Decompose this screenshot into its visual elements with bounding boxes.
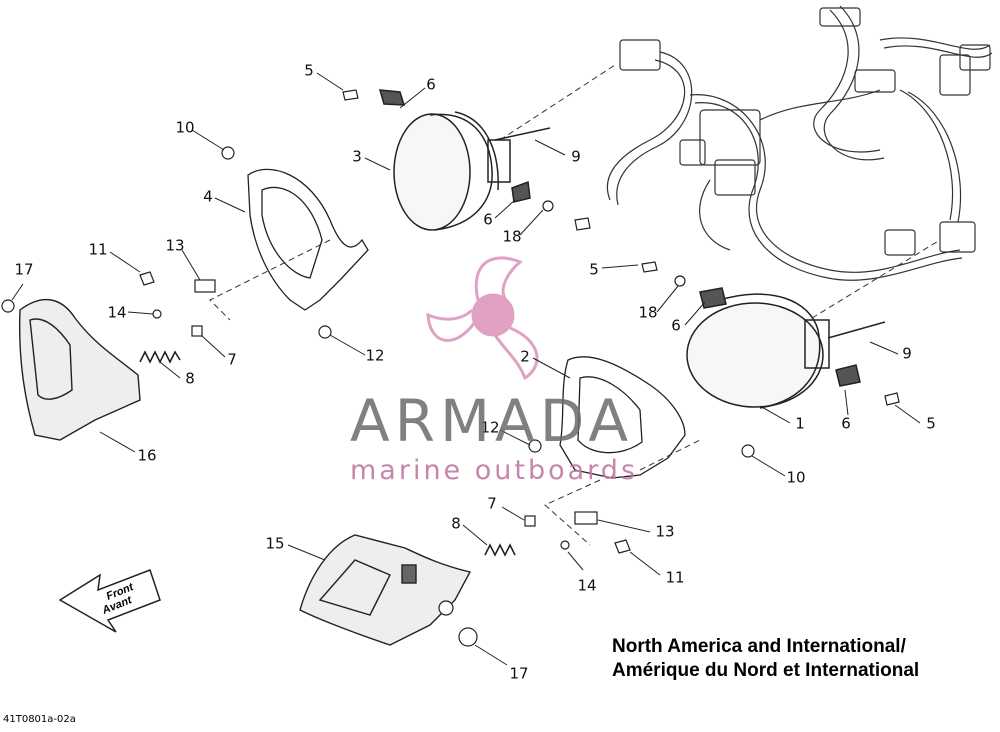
callout-number: 13 [655,522,675,541]
bracket-lower [559,356,686,479]
callout-number: 5 [926,414,936,433]
callout-number: 13 [165,236,185,255]
callout-number: 7 [227,350,237,369]
headlamp-upper [378,89,551,231]
callout-number: 6 [483,210,493,229]
callout-number: 10 [175,118,195,137]
callout-number: 10 [786,468,806,487]
callout-number: 6 [671,316,681,335]
callout-number: 12 [480,418,500,437]
watermark-propeller-logo [426,256,539,381]
fasteners [1,89,900,647]
callout-number: 18 [638,303,658,322]
callout-number: 8 [451,514,461,533]
front-arrow: Front Avant [58,569,161,633]
callout-number: 18 [502,227,522,246]
callout-number: 4 [203,187,213,206]
callout-number: 15 [265,534,285,553]
cover-lower [299,534,472,646]
callout-number: 7 [487,494,497,513]
callout-number: 11 [665,568,685,587]
callout-number: 14 [107,303,127,322]
callout-number: 6 [426,75,436,94]
callout-number: 12 [365,346,385,365]
watermark-tagline: marine outboards [350,455,639,486]
drawing-code: 41T0801a-02a [3,714,76,725]
callout-number: 6 [841,414,851,433]
callout-number: 16 [137,446,157,465]
callout-number: 1 [795,414,805,433]
region-label-english: North America and International/ [612,636,906,657]
callout-number: 5 [589,260,599,279]
callout-number: 9 [571,147,581,166]
callout-leaders [11,72,921,666]
callout-number: 3 [352,147,362,166]
bracket-upper [247,168,369,311]
callout-number: 17 [509,664,529,683]
headlamp-lower [686,287,886,409]
callout-number: 8 [185,369,195,388]
wiring-harness [606,5,993,281]
callout-number: 17 [14,260,34,279]
cover-left [18,298,141,441]
region-label-french: Amérique du Nord et International [612,660,920,681]
callout-number: 2 [520,347,530,366]
callout-number: 9 [902,344,912,363]
callout-number: 11 [88,240,108,259]
watermark-brand: ARMADA [350,387,634,455]
callout-number: 14 [577,576,597,595]
callout-number: 5 [304,61,314,80]
